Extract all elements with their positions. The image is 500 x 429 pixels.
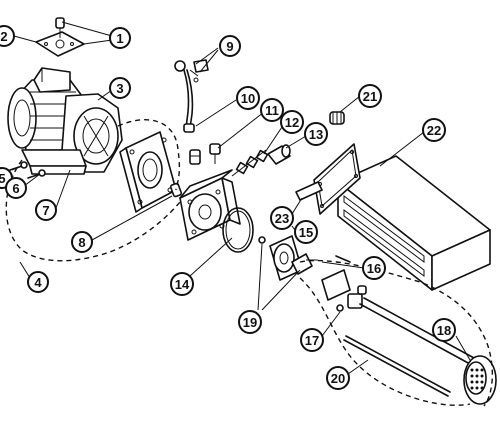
callout-11-label: 11 <box>265 103 279 118</box>
flange-gasket-part <box>119 131 177 213</box>
o-ring-part <box>222 207 254 253</box>
callout-8-label: 8 <box>78 235 85 250</box>
air-tube-part <box>295 143 491 291</box>
callout-13-label: 13 <box>309 127 323 142</box>
callout-17: 17 <box>300 328 324 352</box>
callout-14-label: 14 <box>175 277 190 292</box>
callout-5-label: 5 <box>0 171 6 186</box>
callout-8: 8 <box>71 231 93 253</box>
callout-4: 4 <box>27 271 49 293</box>
callout-15: 15 <box>294 220 318 244</box>
callout-19: 19 <box>238 310 262 334</box>
callout-18-label: 18 <box>437 323 451 338</box>
callout-20: 20 <box>326 366 350 390</box>
callout-10-label: 10 <box>241 91 255 106</box>
callout-21: 21 <box>358 84 382 108</box>
callout-9: 9 <box>219 35 241 57</box>
callout-12-label: 12 <box>285 115 299 130</box>
callout-18: 18 <box>432 318 456 342</box>
callout-10: 10 <box>236 86 260 110</box>
callout-1-label: 1 <box>116 31 123 46</box>
nozzle-grid <box>470 368 484 390</box>
callout-3-label: 3 <box>116 81 123 96</box>
callout-23-label: 23 <box>275 211 289 226</box>
callout-7: 7 <box>35 199 57 221</box>
connector-part <box>267 144 291 165</box>
callout-16: 16 <box>362 256 386 280</box>
callout-4-label: 4 <box>34 275 42 290</box>
motor-part <box>7 67 123 175</box>
nozzle-assembly-part <box>321 269 497 405</box>
wiring-dashed-lines <box>5 119 493 407</box>
callout-22-label: 22 <box>427 123 441 138</box>
callout-17-label: 17 <box>305 333 319 348</box>
callout-20-label: 20 <box>331 371 345 386</box>
callout-19-label: 19 <box>243 315 257 330</box>
pump-parts <box>258 235 351 281</box>
fan-housing-part <box>179 169 241 241</box>
top-plate-part <box>35 17 85 57</box>
fittings-parts <box>189 143 269 177</box>
callout-6: 6 <box>5 177 27 199</box>
callout-23: 23 <box>270 206 294 230</box>
leader-lines <box>11 21 471 375</box>
callout-6-label: 6 <box>12 181 19 196</box>
callout-12: 12 <box>280 110 304 134</box>
callout-13: 13 <box>304 122 328 146</box>
callout-11: 11 <box>260 98 284 122</box>
knob-part <box>329 111 345 125</box>
callout-2-label: 2 <box>0 29 7 44</box>
callout-21-label: 21 <box>363 89 377 104</box>
callout-14: 14 <box>170 272 194 296</box>
callout-9-label: 9 <box>226 39 233 54</box>
callout-22: 22 <box>422 118 446 142</box>
callout-2: 2 <box>0 25 15 47</box>
callout-3: 3 <box>109 77 131 99</box>
callout-7-label: 7 <box>42 203 49 218</box>
callout-15-label: 15 <box>299 225 313 240</box>
callout-1: 1 <box>109 27 131 49</box>
callout-16-label: 16 <box>367 261 381 276</box>
